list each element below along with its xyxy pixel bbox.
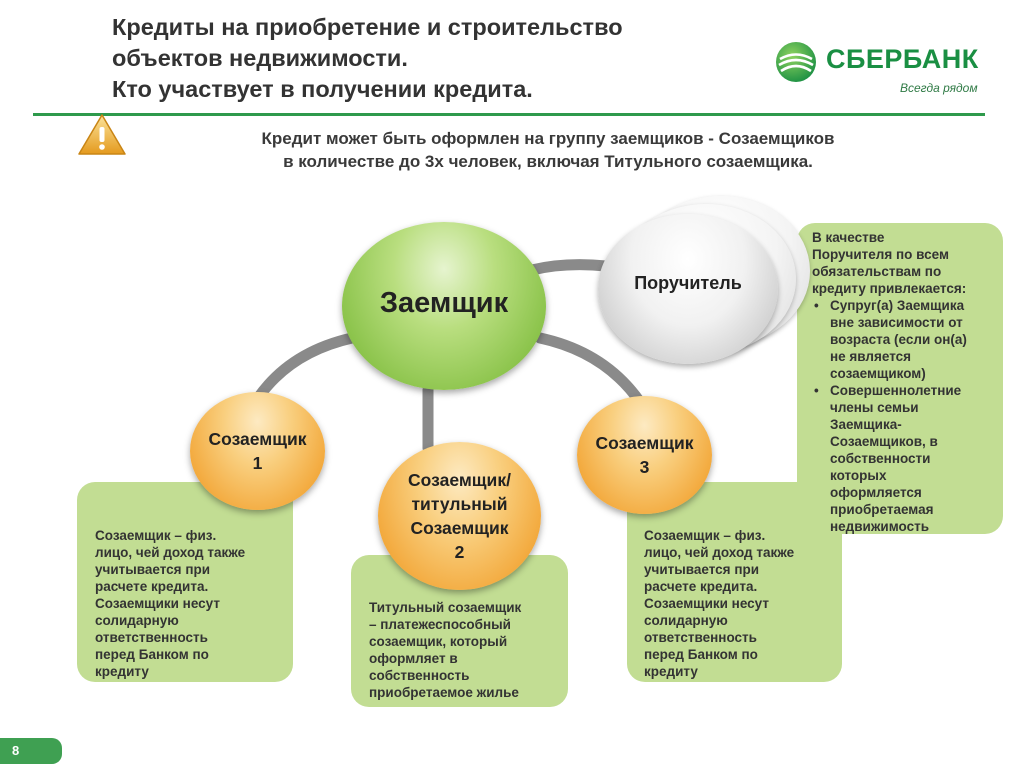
logo-name: СБЕРБАНК [826, 44, 979, 74]
header-divider [33, 113, 985, 116]
guarantor-description-title: В качестве Поручителя по всем обязательс… [812, 230, 967, 296]
guarantor-list-item: Супруг(а) Заемщика вне зависимости от во… [812, 297, 993, 382]
borrower-label: Заемщик [379, 286, 509, 319]
co-borrower-1-description-box: Созаемщик – физ. лицо, чей доход также у… [77, 482, 293, 682]
co-borrower-3-description: Созаемщик – физ. лицо, чей доход также у… [644, 528, 795, 679]
sberbank-logo-icon [776, 42, 816, 82]
notice-line-2: в количестве до 3х человек, включая Титу… [283, 152, 813, 171]
co-borrower-1-label: Созаемщик 1 [208, 429, 307, 473]
title-line-3: Кто участвует в получении кредита. [112, 76, 533, 102]
guarantor-list: Супруг(а) Заемщика вне зависимости от во… [812, 297, 993, 535]
page-number: 8 [0, 738, 62, 764]
guarantor-label: Поручитель [634, 272, 742, 293]
title-line-2: объектов недвижимости. [112, 45, 408, 71]
co-borrower-1-description: Созаемщик – физ. лицо, чей доход также у… [95, 528, 246, 679]
warning-triangle-icon [78, 114, 126, 155]
guarantor-description-box: В качестве Поручителя по всем обязательс… [797, 223, 1003, 534]
co-borrower-3-label: Созаемщик 3 [595, 433, 694, 477]
borrower-node: Заемщик [342, 222, 546, 390]
co-borrower-2-description: Титульный созаемщик – платежеспособный с… [369, 600, 522, 700]
guarantor-list-item: Совершеннолетние члены семьи Заемщика- С… [812, 382, 993, 535]
guarantor-node: Поручитель [598, 214, 778, 364]
connector-to-co-borrower-3 [534, 332, 646, 408]
co-borrower-2-label: Созаемщик/ титульный Созаемщик 2 [408, 470, 511, 562]
sberbank-logo: СБЕРБАНК Всегда рядом [774, 40, 994, 100]
logo-slogan: Всегда рядом [900, 81, 978, 95]
co-borrower-1-node: Созаемщик 1 [190, 392, 325, 510]
connector-to-co-borrower-1 [252, 332, 358, 404]
slide-title: Кредиты на приобретение и строительство … [112, 12, 752, 105]
co-borrower-3-node: Созаемщик 3 [577, 396, 712, 514]
notice-line-1: Кредит может быть оформлен на группу зае… [261, 129, 835, 148]
connector-to-guarantor [526, 259, 612, 276]
notice-text: Кредит может быть оформлен на группу зае… [148, 127, 948, 173]
co-borrower-2-node: Созаемщик/ титульный Созаемщик 2 [378, 442, 541, 590]
title-line-1: Кредиты на приобретение и строительство [112, 14, 623, 40]
